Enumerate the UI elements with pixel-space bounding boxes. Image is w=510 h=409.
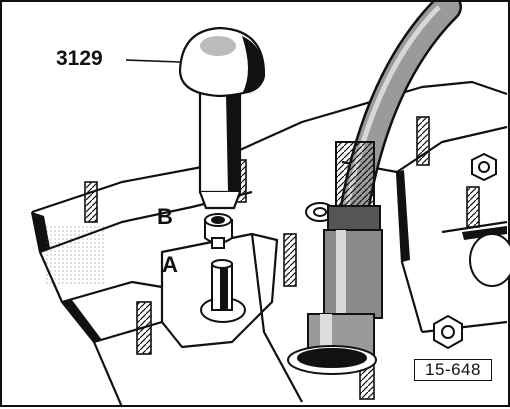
studs: [84, 116, 480, 400]
hose-coupling: [287, 141, 383, 375]
part-a-label: A: [162, 252, 178, 277]
spark-plug-well: [469, 233, 510, 287]
part-b-valve-keeper: [204, 213, 233, 249]
casting-texture: [46, 224, 106, 284]
figure-reference-number: 15-648: [414, 359, 492, 381]
part-b-label: B: [157, 204, 173, 229]
tool-number-leader: [125, 59, 181, 63]
part-a-valve-stem: [211, 259, 233, 311]
tool-number-label: 3129: [56, 47, 103, 70]
casting-shading: [32, 170, 507, 342]
tool-3129-drift: [178, 26, 266, 210]
